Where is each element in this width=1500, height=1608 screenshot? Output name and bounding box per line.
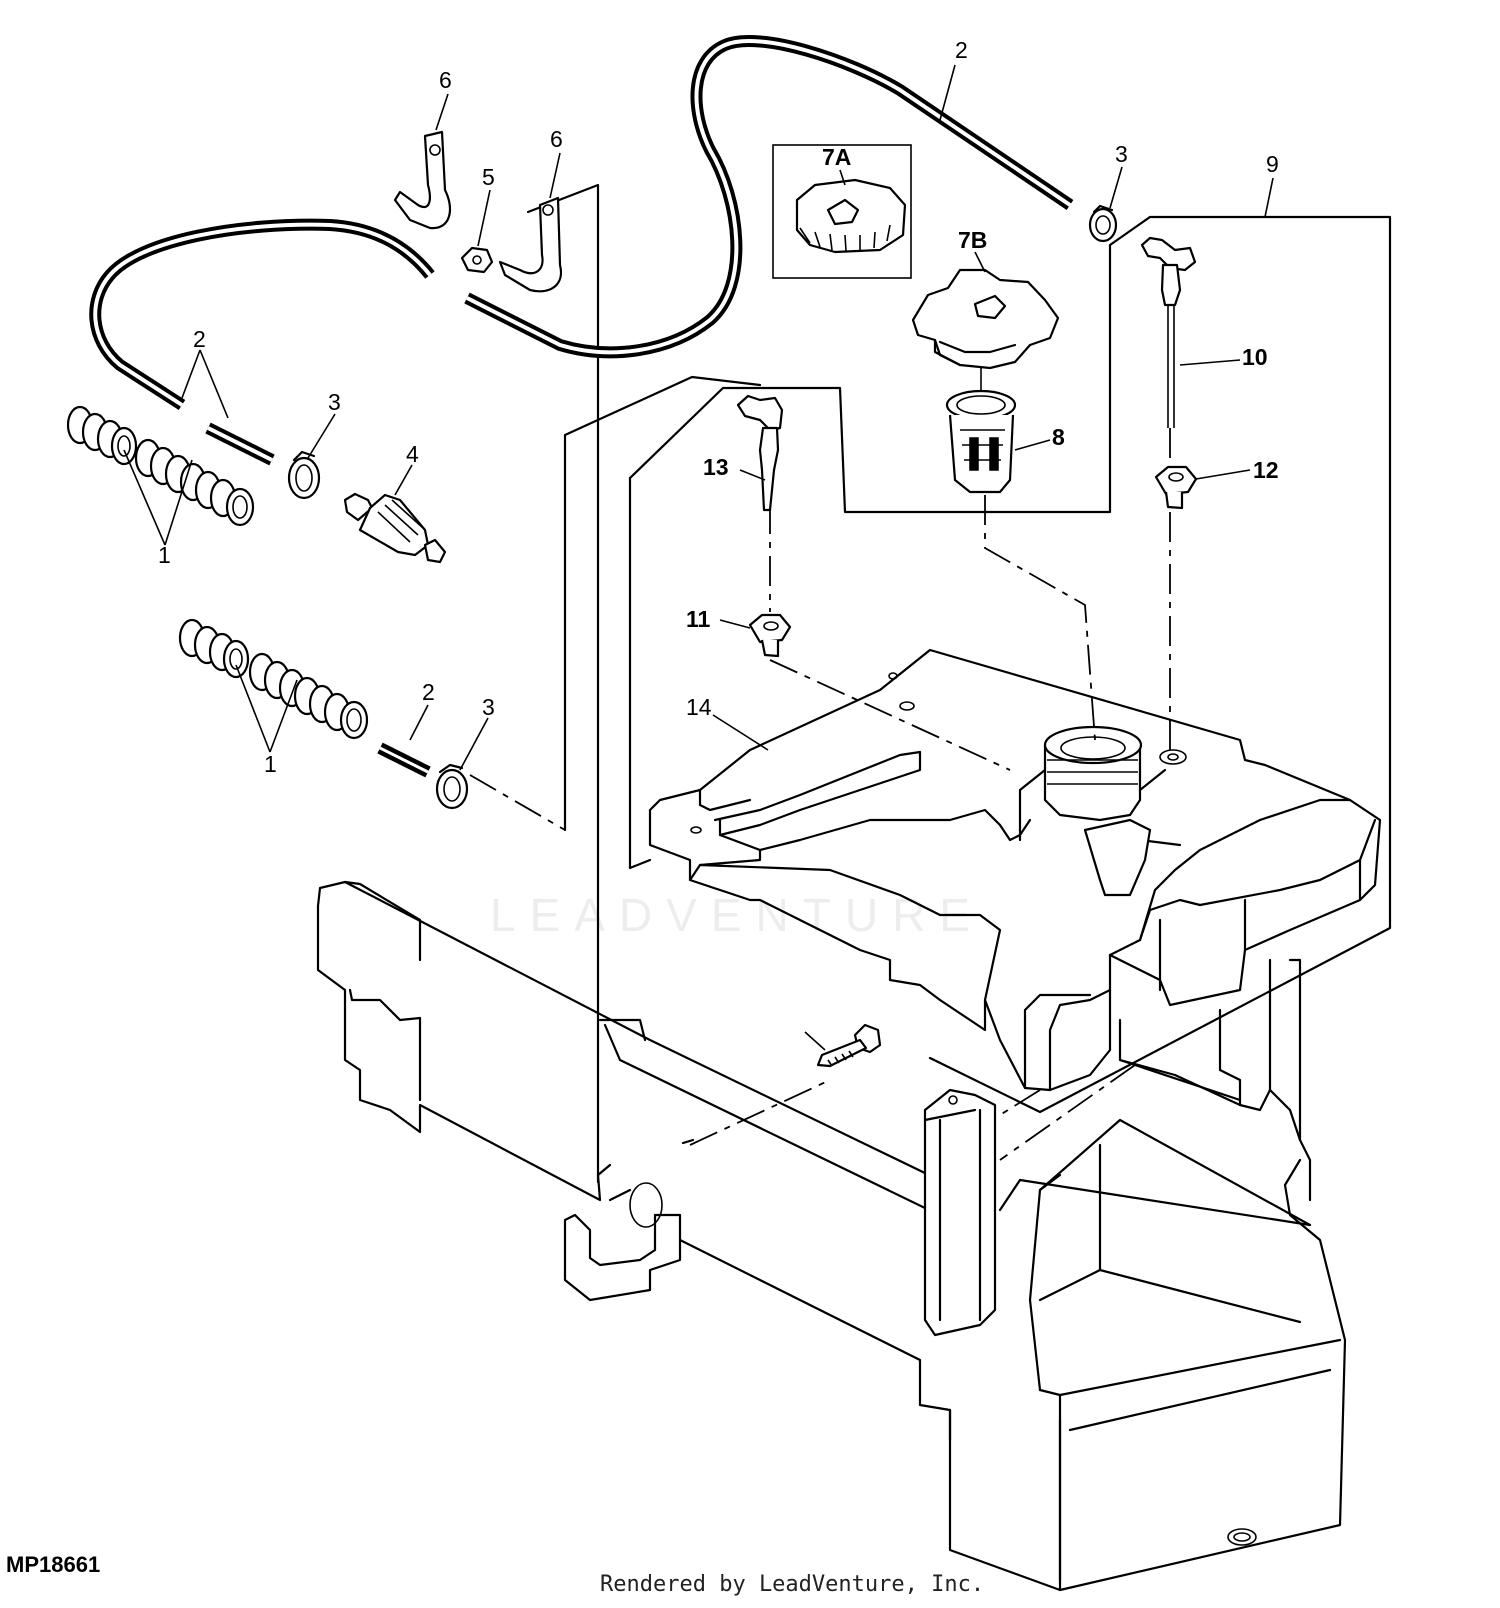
callout-5: 5 <box>482 164 495 190</box>
fuel-cap-7b <box>911 268 1060 370</box>
callout-6a: 6 <box>439 67 452 93</box>
callout-3a: 3 <box>328 389 341 415</box>
hose-clamps <box>393 130 563 293</box>
callout-8: 8 <box>1052 424 1065 450</box>
fuel-tank <box>648 648 1382 1092</box>
callout-11a: 11 <box>686 606 711 632</box>
callout-labels: 6 6 5 2 3 9 7A 7B 8 10 12 13 11 14 2 3 4… <box>158 37 1279 777</box>
fuel-filter <box>343 492 447 564</box>
callout-6b: 6 <box>550 126 563 152</box>
callout-11b: 12 <box>1253 457 1279 483</box>
standpipe <box>736 394 784 512</box>
callout-leaders <box>123 64 1274 1051</box>
callout-1b: 1 <box>264 751 277 777</box>
fuel-hoses <box>89 35 1074 778</box>
bolt <box>816 1023 882 1068</box>
grommet-11-left <box>748 613 792 658</box>
callout-1a: 1 <box>158 542 171 568</box>
watermark: LEADVENTURE <box>490 889 984 941</box>
callout-9: 9 <box>1266 151 1279 177</box>
grommet-stack-lower <box>178 618 369 740</box>
callout-2a: 2 <box>193 326 206 352</box>
spring-clamps <box>287 204 1118 810</box>
frame-chassis <box>316 880 1347 1592</box>
render-credit: Rendered by LeadVenture, Inc. <box>600 1572 985 1597</box>
figure-id: MP18661 <box>6 1552 101 1577</box>
grommet-stack-upper <box>66 405 255 527</box>
grommet-11-right <box>1154 465 1198 510</box>
fuel-strainer <box>945 368 1017 494</box>
callout-2c: 2 <box>955 37 968 63</box>
nut <box>460 246 494 274</box>
callout-7a: 7A <box>822 144 851 170</box>
callout-3b: 3 <box>482 694 495 720</box>
fuel-cap-7a <box>772 144 912 279</box>
callout-4: 4 <box>406 441 419 467</box>
callout-2b: 2 <box>422 679 435 705</box>
callout-13: 14 <box>686 694 712 720</box>
callout-3c: 3 <box>1115 141 1128 167</box>
vent-tube <box>1140 236 1197 428</box>
callout-12: 13 <box>703 454 729 480</box>
callout-7b: 7B <box>958 227 987 253</box>
callout-10: 10 <box>1242 344 1268 370</box>
